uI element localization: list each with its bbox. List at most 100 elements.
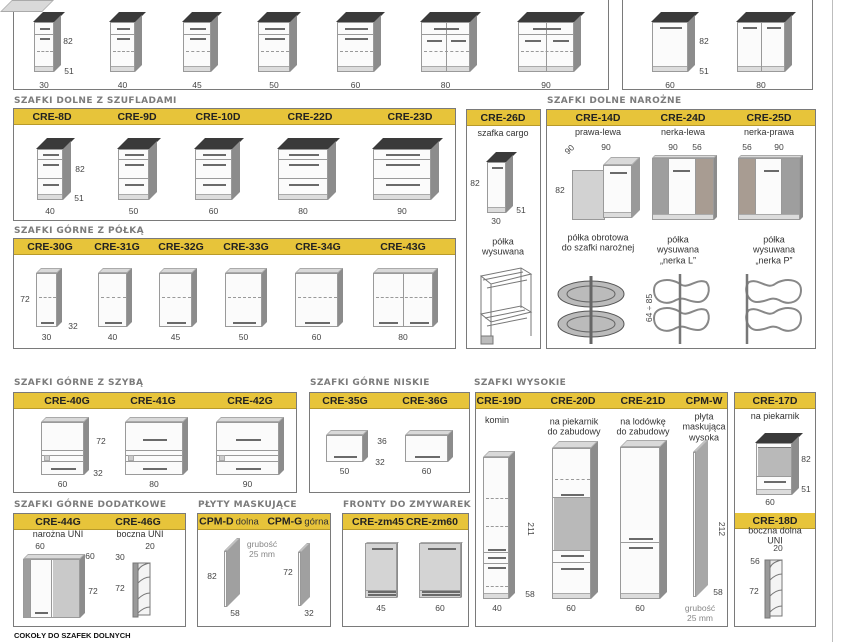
height-label: 82 [63,36,73,47]
glass-insert [128,454,134,461]
tall-masking-panel-illustration [693,440,708,597]
cabinet-illustration [225,268,267,327]
product-code: CRE-14D [575,111,621,124]
divider-line [42,449,83,451]
rotating-shelf-illustration [553,272,633,346]
width-label: 90 [242,479,253,490]
open-compartment [758,446,791,477]
cabinet-front [326,435,363,462]
cabinet-front [298,552,301,606]
cabinet-front [258,22,290,72]
side-shelf-unit-illustration [128,555,156,619]
cabinet-front [183,22,211,72]
handle-icon [40,28,50,30]
handle-icon [41,321,54,324]
cabinet-side [714,155,717,220]
height-label: 72 [88,586,98,597]
cabinet-side [84,417,89,475]
handle-icon [524,39,542,42]
cabinet-front [737,22,785,72]
width-label: 60 [665,80,675,91]
height-label: 82 [75,164,85,175]
tall-header [476,393,727,409]
front-panel [30,560,53,617]
width-label: 45 [192,80,202,91]
width-label: 20 [145,541,155,552]
cabinet-front [34,22,54,72]
cabinet-front [23,559,80,618]
cabinet-illustration [109,12,146,72]
product-code: CRE-31G [94,240,140,253]
handle-icon [304,321,331,324]
handle-icon [235,467,262,470]
handle-icon [367,593,396,596]
shelf-dashed-line [376,296,432,298]
depth-label: 51 [74,193,84,204]
cabinet-front [125,422,183,475]
divider-line [35,34,53,35]
handle-icon [367,591,396,594]
cabinet-illustration [372,138,443,200]
cabinet-front [36,273,57,327]
divider-line [38,178,62,180]
subtitle: na piekarnik [750,410,800,421]
door-split-line [445,23,447,71]
width-label: 60 [208,206,219,217]
handle-icon [203,183,226,186]
cabinet-side [591,441,598,599]
divider-line [279,178,327,180]
width-label: 50 [128,206,139,217]
shelf-dashed-line [555,479,590,481]
shelf-dashed-line [486,526,508,528]
depth-label: 51 [801,484,811,495]
section-title-extra: SZAFKI GÓRNE DODATKOWE [14,500,167,510]
extra-header [14,514,185,530]
section-title-low: SZAFKI GÓRNE NISKIE [310,378,430,388]
cabinet-side [338,268,343,327]
height-label: 36 [377,436,387,447]
cabinet-illustration [755,433,803,495]
front-panel [52,560,79,617]
handle-icon [428,548,456,551]
width-label: 50 [339,466,350,477]
plinth [279,194,327,199]
cabinet-front [278,149,328,200]
handle-icon [629,546,653,549]
divider-line [259,34,289,35]
product-code: CPM-G [267,515,303,528]
subtitle: narożna UNI [32,528,84,539]
divider-line [484,551,508,553]
product-code: CPM-D [199,515,234,528]
masking-panel-lower-illustration [224,538,240,607]
width-label: 60 [35,541,45,552]
subtitle: komin [484,414,510,425]
width-label: 80 [298,206,308,217]
plinth [484,593,508,598]
cabinet-illustration [41,417,89,475]
cabinet-front [224,551,227,607]
front-panel [24,560,31,617]
cabinet-front [365,543,397,598]
product-code: CRE-36G [402,394,448,407]
dimension-label: 56 [742,142,752,153]
divider-line [553,562,590,564]
product-code: CRE-32G [158,240,204,253]
cabinet-side [149,141,157,200]
product-code: CRE-46G [115,515,161,528]
divider-line [196,159,231,161]
handle-icon [763,170,780,173]
cabinet-side [800,155,803,220]
shelf-dashed-line [162,296,191,298]
product-code: CPM-W [685,394,723,407]
masking-header [198,514,330,530]
cabinet-front [652,22,688,72]
width-label: 60 [57,479,68,490]
accessory-label: półka wysuwana „nerka L” [656,234,700,266]
cabinet-side [135,15,142,72]
shelf-dashed-line [424,50,469,52]
subtitle: nerka-lewa [660,126,706,137]
cabinet-front [483,457,509,599]
cabinet-front [295,273,338,327]
cabinet-front [159,273,192,327]
handle-icon [487,567,507,570]
